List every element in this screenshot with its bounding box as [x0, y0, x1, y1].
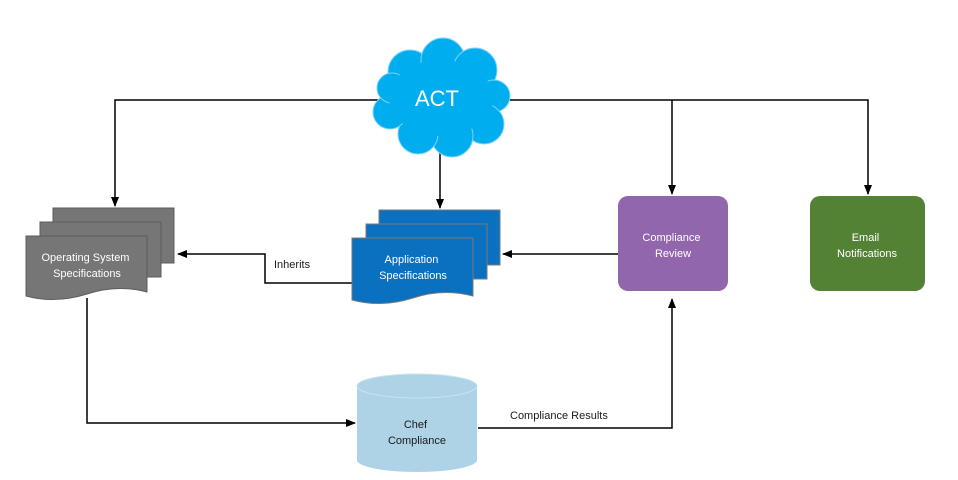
- act-label: ACT: [415, 86, 459, 111]
- email-notifications-label-line2: Notifications: [837, 248, 897, 260]
- compliance-review-node: Compliance Review: [618, 196, 728, 291]
- compliance-review-label-line2: Review: [655, 248, 691, 260]
- svg-text:Email Notifications: Email Notifications: [837, 232, 897, 260]
- svg-text:Application Specificatio: Application Specifications: [379, 254, 447, 282]
- chef-compliance-node: Chef Compliance: [356, 373, 478, 472]
- inherits-label: Inherits: [274, 259, 311, 271]
- email-notifications-label-line1: Email: [852, 232, 880, 244]
- edge-os-to-chef: [86, 298, 356, 427]
- email-notifications-box: [810, 196, 925, 291]
- cloud-icon: [372, 37, 511, 158]
- os-specs-node: Operating System Specifications: [25, 207, 175, 300]
- app-specs-label-line2: Specifications: [379, 270, 447, 282]
- compliance-review-box: [618, 196, 728, 291]
- app-specs-label-line1: Application: [385, 254, 439, 266]
- multi-document-icon: [351, 209, 501, 304]
- edge-compliance-results: [478, 298, 676, 429]
- app-specs-node: Application Specifications: [351, 209, 501, 304]
- chef-compliance-label-line1: Chef: [404, 419, 428, 431]
- svg-text:Chef Compliance: Chef Compliance: [388, 419, 446, 447]
- database-cylinder-icon: [356, 373, 478, 472]
- connectors: [86, 99, 872, 429]
- compliance-results-label: Compliance Results: [510, 410, 608, 422]
- compliance-review-label-line1: Compliance: [642, 232, 700, 244]
- email-notifications-node: Email Notifications: [810, 196, 925, 291]
- svg-text:Compliance Review: Compliance Review: [642, 232, 703, 260]
- svg-text:Operating System Specifi: Operating System Specifications: [41, 252, 132, 280]
- os-specs-label-line2: Specifications: [53, 268, 121, 280]
- chef-compliance-label-line2: Compliance: [388, 435, 446, 447]
- edge-act-to-os-specs: [111, 99, 378, 207]
- os-specs-label-line1: Operating System: [41, 252, 129, 264]
- edge-act-to-right: [504, 99, 872, 195]
- act-cloud: ACT: [372, 37, 511, 158]
- multi-document-icon: [25, 207, 175, 300]
- edge-inherits: [177, 250, 352, 284]
